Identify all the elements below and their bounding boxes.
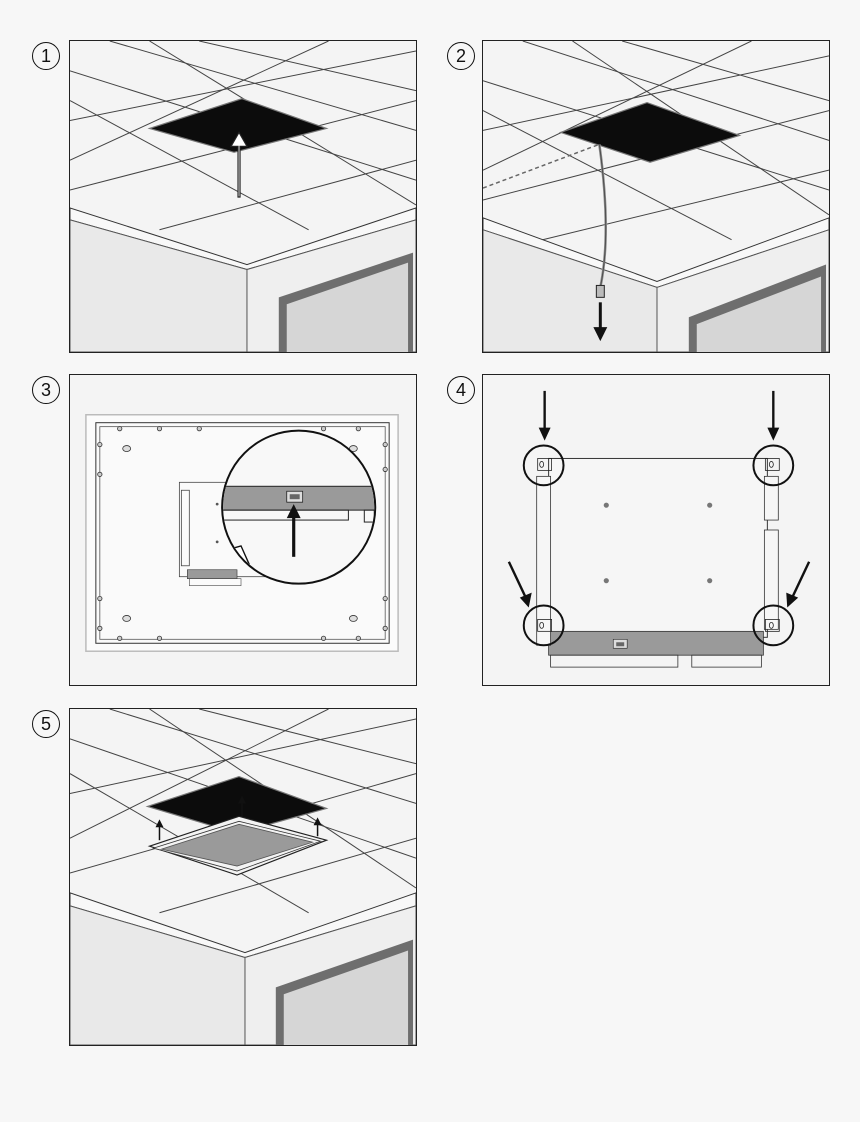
step-2-illustration xyxy=(482,40,830,353)
diagonal-arrow-icon xyxy=(507,561,532,608)
diagonal-arrow-icon xyxy=(786,561,811,608)
mounting-tab-icon xyxy=(522,444,795,647)
step-1-illustration xyxy=(69,40,417,353)
step-number-badge: 2 xyxy=(447,42,475,70)
hidden-cable xyxy=(483,143,600,189)
step-number-badge: 1 xyxy=(32,42,60,70)
up-arrow-icon xyxy=(155,819,164,841)
ceiling-opening xyxy=(145,775,329,834)
ceiling-opening xyxy=(147,98,329,153)
step-4-illustration xyxy=(482,374,830,686)
up-arrow-icon xyxy=(238,795,246,817)
up-arrow-icon xyxy=(313,817,322,837)
step-number-badge: 4 xyxy=(447,376,475,404)
up-arrow-icon xyxy=(230,131,249,198)
down-arrow-icon xyxy=(767,390,780,441)
down-arrow-icon xyxy=(538,390,551,441)
step-number-badge: 5 xyxy=(32,710,60,738)
step-3-illustration xyxy=(69,374,417,686)
down-arrow-icon xyxy=(593,302,608,342)
up-arrow-icon xyxy=(286,504,301,557)
magnifier-circle-icon xyxy=(221,429,377,585)
step-number-badge: 3 xyxy=(32,376,60,404)
step-5-illustration xyxy=(69,708,417,1046)
ceiling-opening xyxy=(558,101,742,163)
cable-connector xyxy=(595,284,605,298)
